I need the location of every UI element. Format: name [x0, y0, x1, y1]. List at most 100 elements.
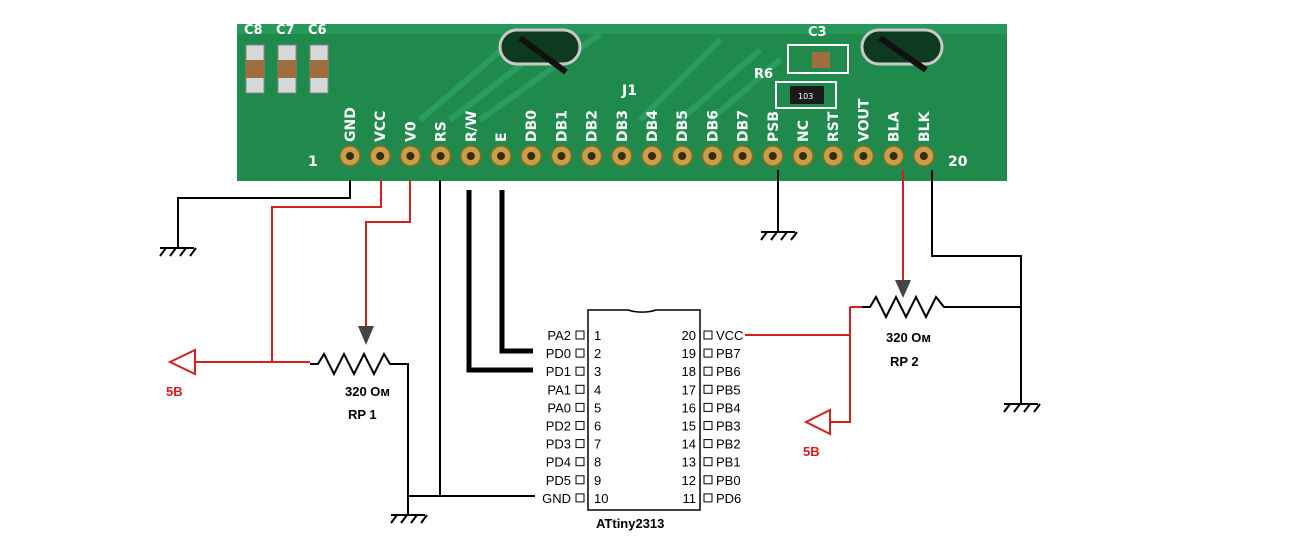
pin-label-db4: DB4	[645, 110, 661, 142]
chip-pin-pad	[575, 457, 585, 467]
chip-pin-name: PA2	[547, 328, 571, 343]
chip-pin-name: PD4	[546, 455, 571, 470]
pcb-label-c6: C6	[308, 23, 327, 38]
chip-pin-number: 7	[594, 437, 601, 452]
pin-hole	[768, 152, 777, 160]
chip-pin-number: 5	[594, 400, 601, 415]
pin-label-vout: VOUT	[856, 98, 872, 142]
pin-hole	[587, 152, 596, 160]
pin-hole	[738, 152, 747, 160]
chip-pin-number: 19	[682, 346, 696, 361]
chip-pin-pad	[703, 348, 713, 358]
pin-hole	[648, 152, 656, 160]
pin-pads	[339, 145, 935, 167]
chip-pin-number: 17	[682, 382, 696, 397]
connector-label: J1	[621, 83, 637, 99]
pin-label-db0: DB0	[524, 110, 540, 142]
wire-vcc	[271, 180, 382, 362]
rp1-wiper-arrow	[358, 326, 374, 345]
pin-label-db5: DB5	[675, 110, 691, 142]
pin-hole	[708, 152, 717, 160]
chip-pin-number: 11	[683, 491, 697, 506]
pin-label-vcc: VCC	[373, 111, 389, 142]
ground-symbol-3	[1003, 403, 1041, 413]
rp2-name: RP 2	[890, 354, 919, 369]
wire-gnd	[177, 180, 351, 248]
pin-label-db2: DB2	[585, 110, 601, 142]
pin-hole	[859, 152, 868, 160]
pin-hole	[919, 152, 928, 160]
chip-pin-pad	[575, 439, 585, 449]
mounting-slot-left	[498, 28, 582, 75]
pin-label-rs: RS	[434, 121, 450, 142]
pin-hole	[829, 152, 838, 160]
pin-hole	[436, 152, 445, 160]
chip-pin-number: 20	[682, 328, 696, 343]
chip-pin-pad	[575, 475, 585, 485]
rp1-value: 320 Ом	[345, 384, 390, 399]
chip-pin-pad	[703, 384, 713, 394]
wire-rs	[439, 180, 535, 497]
chip-pin-name: PB5	[716, 382, 741, 397]
pin-number-first: 1	[308, 154, 318, 170]
chip-pin-number: 13	[682, 455, 696, 470]
wire-blk	[931, 170, 1022, 404]
chip-pin-pad	[703, 475, 713, 485]
ground-symbols	[159, 231, 1041, 524]
chip-pin-number: 12	[682, 473, 696, 488]
wire-e	[499, 190, 533, 354]
supply-arrow-left	[167, 348, 196, 376]
pin-label-rst: RST	[826, 111, 842, 142]
chip-pin-pad	[575, 384, 585, 394]
chip-pin-pad	[703, 457, 713, 467]
chip-body	[587, 309, 701, 511]
pin-hole	[617, 152, 626, 160]
chip-pin-name: PB7	[716, 346, 741, 361]
chip-pin-name: PD3	[546, 437, 571, 452]
chip-pin-name: PD6	[716, 491, 741, 506]
chip-pin-pad	[575, 421, 585, 430]
chip-pin-pad	[575, 493, 585, 503]
chip-pin-name: PD1	[546, 364, 571, 379]
chip-pin-name: PB1	[716, 455, 741, 470]
chip-pin-name: VCC	[716, 328, 743, 343]
chip-pin-name: PB2	[716, 437, 741, 452]
pin-label-v0: V0	[403, 121, 419, 142]
chip-pin-name: PD5	[546, 473, 571, 488]
chip-pin-name: GND	[542, 491, 571, 506]
pin-label-bla: BLA	[887, 111, 903, 142]
pin-label-blk: BLK	[917, 110, 933, 142]
chip-pin-pad	[703, 421, 713, 430]
chip-pin-name: PB6	[716, 364, 741, 379]
pin-label-e: E	[494, 132, 510, 142]
chip-name: ATtiny2313	[596, 516, 664, 531]
chip-pin-number: 3	[594, 364, 601, 379]
wire-rp1-ground	[400, 363, 409, 515]
pin-label-rw: R/W	[464, 111, 480, 142]
chip-pin-pad	[703, 366, 713, 376]
pin-label-db3: DB3	[615, 110, 631, 142]
chip-pin-number: 4	[594, 382, 601, 397]
pin-hole	[678, 152, 687, 160]
wires	[177, 170, 1022, 515]
pin-hole	[376, 152, 385, 160]
pin-hole	[346, 152, 354, 160]
pin-label-nc: NC	[796, 120, 812, 142]
pin-label-gnd: GND	[343, 107, 359, 142]
pin-label-db7: DB7	[736, 110, 752, 142]
pin-label-db6: DB6	[705, 110, 721, 142]
ground-symbol-2	[760, 231, 798, 241]
pin-hole	[497, 152, 505, 160]
chip-pin-name: PB0	[716, 473, 741, 488]
supply-label-right: 5В	[803, 444, 820, 459]
resistor-r6	[790, 86, 824, 104]
pcb-label-c7: C7	[276, 23, 295, 38]
pin-hole	[889, 152, 898, 160]
rp1-resistor	[310, 351, 400, 377]
pin-hole	[527, 152, 536, 160]
wire-rw	[466, 190, 533, 373]
supply-arrow-right	[803, 408, 831, 436]
rp2-resistor	[862, 294, 960, 320]
